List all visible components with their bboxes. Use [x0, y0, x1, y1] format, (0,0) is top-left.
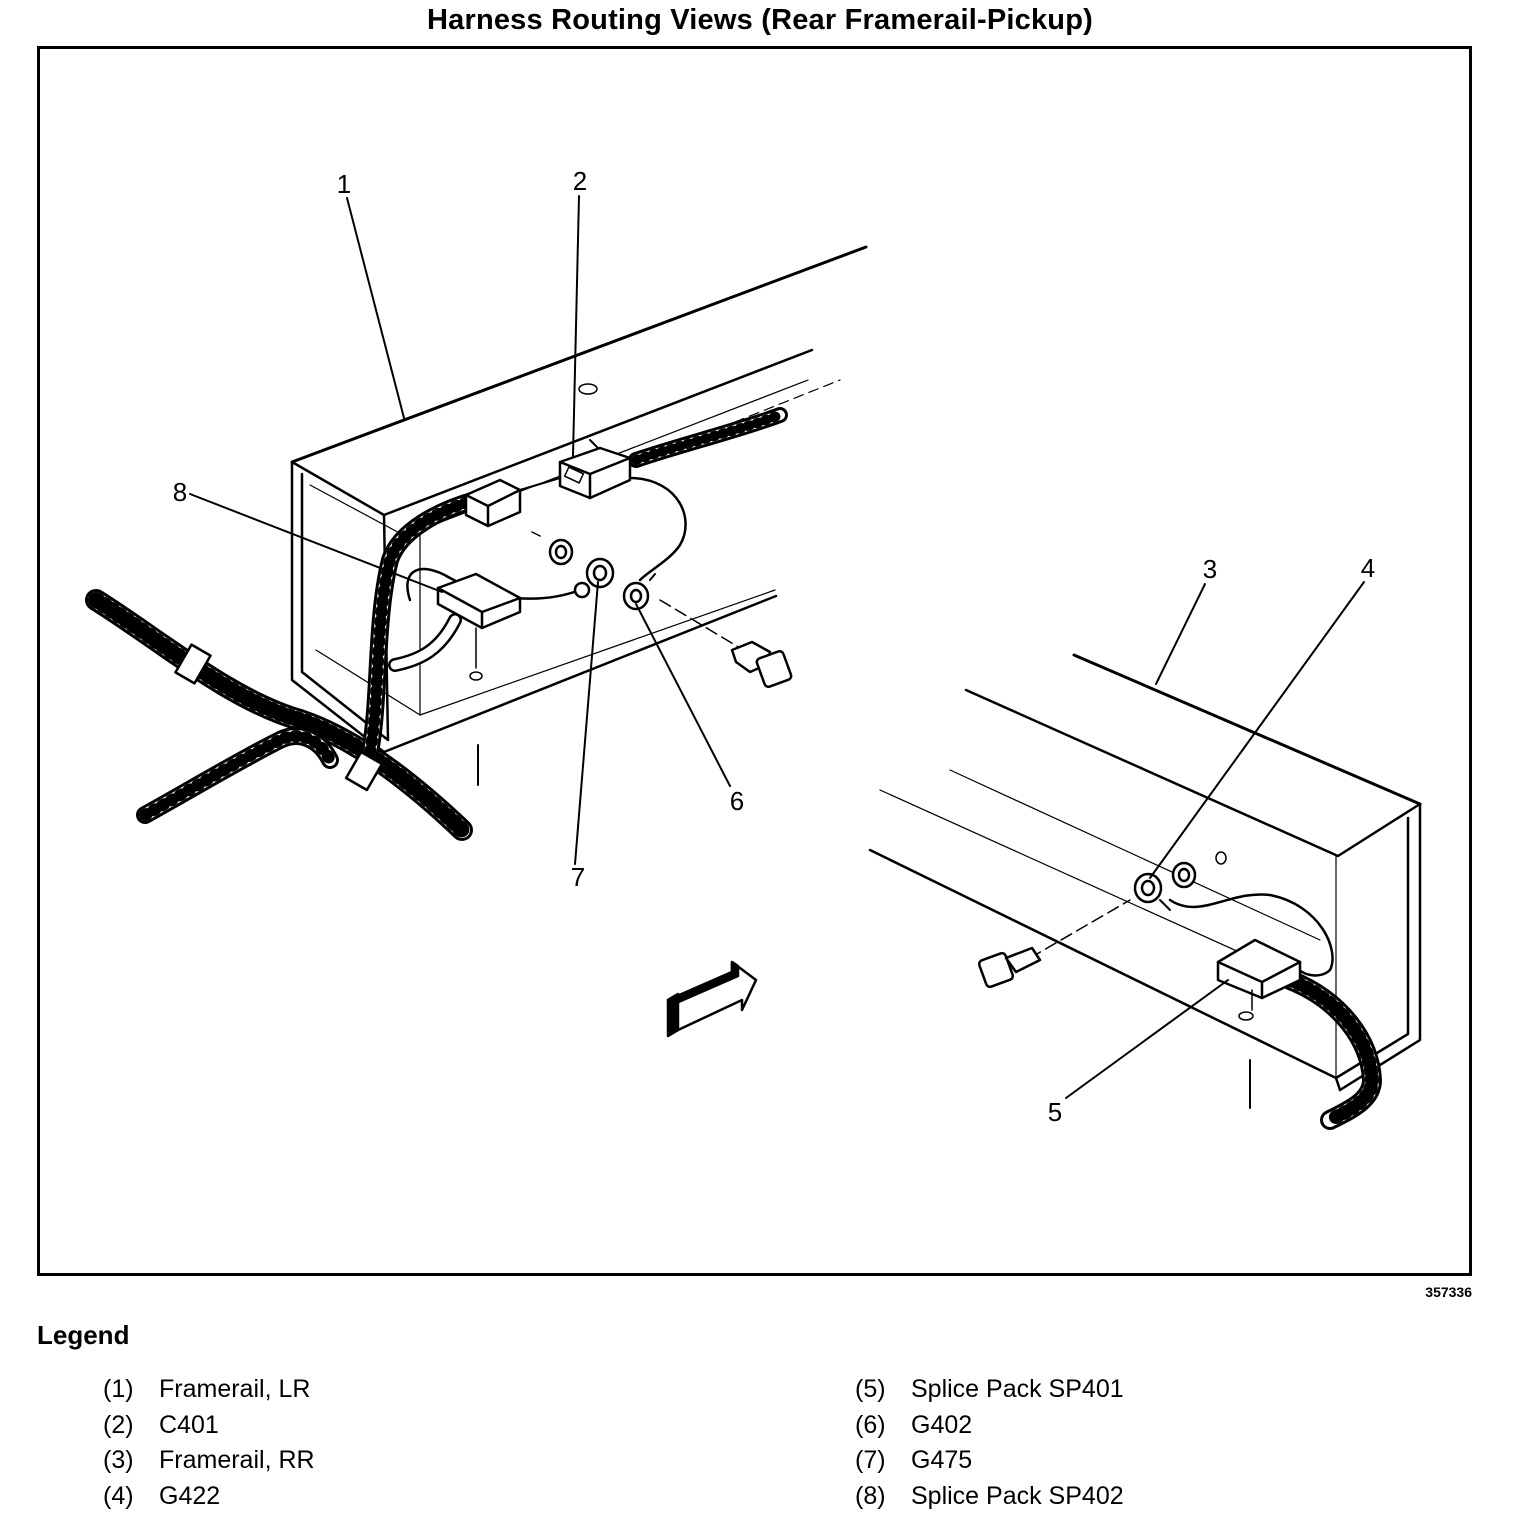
legend-item-number: (5)	[855, 1375, 886, 1403]
splice-pack-sp401	[1216, 938, 1302, 1021]
leader-lines	[189, 195, 1365, 1099]
callout-1: 1	[337, 169, 351, 199]
ground-hardware-right	[1133, 851, 1227, 911]
legend-item-label: G402	[911, 1410, 973, 1439]
callout-6: 6	[730, 786, 744, 816]
legend-item-number: (1)	[103, 1375, 134, 1403]
splice-pack-sp402	[436, 572, 522, 681]
legend-item-label: G475	[911, 1446, 973, 1474]
legend-item-number: (2)	[103, 1410, 134, 1439]
callout-4: 4	[1361, 553, 1375, 583]
callout-8: 8	[173, 477, 187, 507]
framerail-lr	[290, 245, 868, 786]
legend-item: (7) G475	[855, 1443, 1124, 1479]
legend-item-number: (8)	[855, 1481, 886, 1510]
legend-item: (5) Splice Pack SP401	[855, 1372, 1124, 1408]
harness-connector-left	[464, 478, 522, 528]
callout-2: 2	[573, 166, 587, 196]
bolt-right	[977, 899, 1131, 989]
legend-item-label: G422	[159, 1481, 221, 1510]
legend-item: (1) Framerail, LR	[103, 1372, 315, 1408]
legend-item: (2) C401	[103, 1408, 315, 1444]
bolt-left	[659, 599, 793, 689]
callout-3: 3	[1203, 554, 1217, 584]
legend-item-label: Framerail, RR	[159, 1446, 315, 1474]
wiring-harness-right	[1168, 893, 1382, 1130]
callout-7: 7	[571, 862, 585, 892]
ground-hardware-left	[531, 531, 656, 611]
legend-heading: Legend	[37, 1320, 130, 1350]
legend-item-label: Framerail, LR	[159, 1375, 311, 1403]
diagram-title: Harness Routing Views (Rear Framerail-Pi…	[426, 4, 1093, 36]
wiring-harness-left	[85, 407, 788, 841]
legend-item: (3) Framerail, RR	[103, 1443, 315, 1479]
legend-item-label: Splice Pack SP402	[911, 1481, 1124, 1510]
legend-item-label: C401	[159, 1410, 219, 1439]
legend-item-number: (6)	[855, 1410, 886, 1439]
legend-item-number: (7)	[855, 1446, 886, 1474]
legend-column-right: (5) Splice Pack SP401 (6) G402 (7) G475 …	[855, 1372, 1124, 1514]
legend-item-label: Splice Pack SP401	[911, 1375, 1124, 1403]
view-direction-arrow	[666, 960, 758, 1038]
legend-item-number: (4)	[103, 1481, 134, 1510]
connector-c401	[558, 439, 632, 500]
callout-5: 5	[1048, 1097, 1062, 1127]
legend-item: (4) G422	[103, 1479, 315, 1514]
figure-number: 357336	[1425, 1284, 1472, 1300]
legend-column-left: (1) Framerail, LR (2) C401 (3) Framerail…	[103, 1372, 315, 1514]
legend-item: (8) Splice Pack SP402	[855, 1479, 1124, 1514]
legend-item-number: (3)	[103, 1446, 134, 1474]
illustration-frame	[37, 46, 1472, 1276]
legend-item: (6) G402	[855, 1408, 1124, 1444]
